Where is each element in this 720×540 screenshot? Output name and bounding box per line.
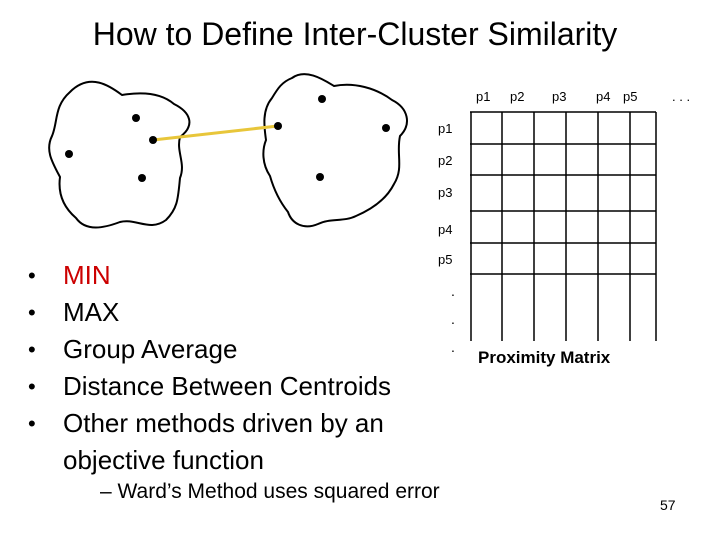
proximity-matrix-label: Proximity Matrix <box>478 348 611 367</box>
list-item: • MAX <box>28 294 423 331</box>
cluster-point <box>65 150 73 158</box>
matrix-row-ellipsis: . <box>451 339 455 355</box>
matrix-col-header: p5 <box>623 89 638 104</box>
matrix-row-header: p5 <box>438 252 453 267</box>
cluster-point <box>132 114 140 122</box>
cluster-left-outline <box>48 80 191 229</box>
proximity-matrix-grid <box>470 111 657 341</box>
bullet-icon: • <box>28 337 36 362</box>
page-number: 57 <box>660 497 676 513</box>
cluster-point <box>274 122 282 130</box>
bullet-icon: • <box>28 374 36 399</box>
method-group-average: Group Average <box>63 334 238 364</box>
method-max: MAX <box>63 297 120 327</box>
list-item: • MIN <box>28 257 423 294</box>
matrix-row-header: p4 <box>438 222 453 237</box>
matrix-row-ellipsis: . <box>451 283 455 299</box>
cluster-point <box>316 173 324 181</box>
cluster-point <box>382 124 390 132</box>
cluster-point <box>138 174 146 182</box>
slide-title: How to Define Inter-Cluster Similarity <box>92 16 618 52</box>
cluster-right-outline <box>262 73 408 228</box>
method-min: MIN <box>63 260 111 290</box>
matrix-col-header: p2 <box>510 89 525 104</box>
inter-cluster-link <box>152 124 279 142</box>
matrix-col-header: p4 <box>596 89 611 104</box>
matrix-row-header: p1 <box>438 121 453 136</box>
method-centroid-distance: Distance Between Centroids <box>63 371 392 401</box>
matrix-row-header: p2 <box>438 153 453 168</box>
matrix-col-header: p3 <box>552 89 567 104</box>
list-item: • Distance Between Centroids <box>28 368 423 405</box>
list-item: • Other methods driven by an objective fu… <box>28 405 423 479</box>
matrix-col-header: p1 <box>476 89 491 104</box>
matrix-row-header: p3 <box>438 185 453 200</box>
cluster-point <box>149 136 157 144</box>
matrix-col-header: . . . <box>672 89 691 104</box>
bullet-icon: • <box>28 263 36 288</box>
clusters-diagram <box>48 73 408 229</box>
method-objective-function: Other methods driven by an objective fun… <box>63 408 384 475</box>
bullet-icon: • <box>28 411 36 436</box>
bullet-icon: • <box>28 300 36 325</box>
methods-list: • MIN • MAX • Group Average • Distance Betwe… <box>28 257 423 479</box>
matrix-row-ellipsis: . <box>451 311 455 327</box>
cluster-point <box>318 95 326 103</box>
wards-method-subitem: – Ward’s Method uses squared error <box>100 480 440 503</box>
list-item: • Group Average <box>28 331 423 368</box>
